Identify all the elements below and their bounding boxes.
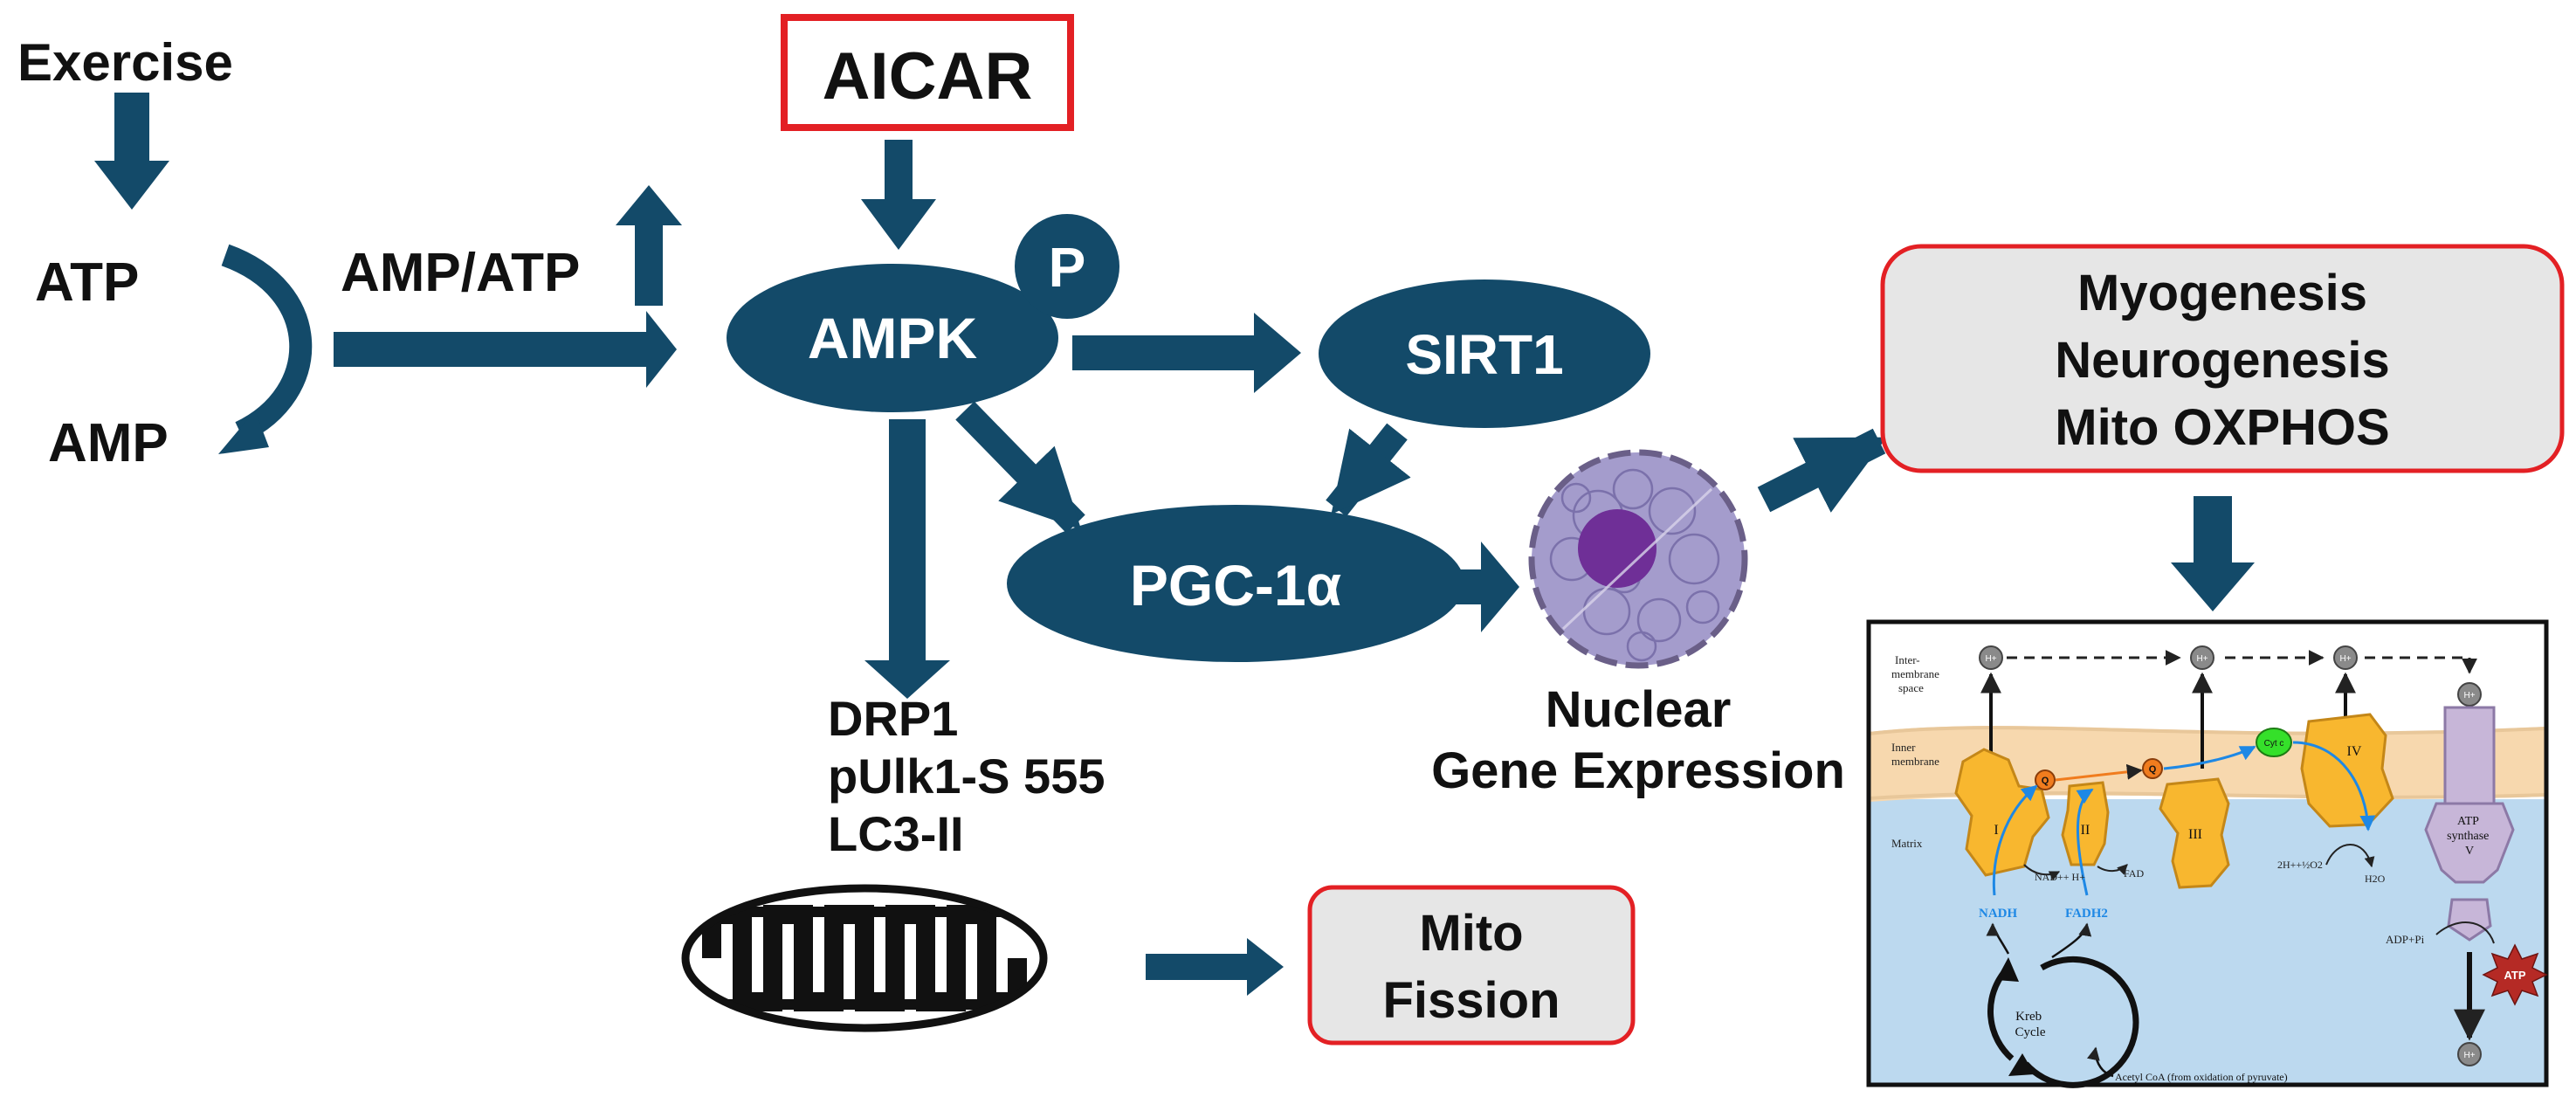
ims-label-3: space [1898,681,1924,694]
proton-4: H+ [2457,682,2482,707]
nucleus-to-outcomes-arrow [1757,428,1887,513]
amp-label: AMP [48,413,169,473]
ampk-to-sirt1-arrow [1072,313,1301,393]
phosphate-badge: P [1015,214,1119,319]
aicar-box: AICAR [781,14,1074,131]
cytochrome-c: Cyt c [2256,728,2292,757]
proton-5: H+ [2457,1042,2482,1066]
ratio-increase-up-arrow [616,185,682,306]
nad-plus-label: NAD++ H+ [2035,871,2085,883]
exercise-to-atp-arrow [94,93,169,210]
aicar-to-ampk-arrow [861,140,936,250]
oxygen-label: 2H++½O2 [2277,859,2323,871]
outcome-neurogenesis: Neurogenesis [2055,332,2390,389]
amp-atp-ratio-label: AMP/ATP [341,243,580,303]
svg-text:H+: H+ [2339,654,2351,664]
etc-inset: Inter- membrane space Inner membrane Mat… [1866,619,2549,1088]
svg-text:Inner membrane: Inner membrane [1891,741,1939,768]
atp-synthase: ATP synthase V [2424,706,2515,942]
svg-text:Q: Q [2042,776,2049,786]
fad-label: FAD [2124,867,2144,880]
fission-outcome-box: Mito Fission [1307,885,1636,1045]
outcome-mito-oxphos: Mito OXPHOS [2055,399,2389,456]
ampk-label: AMPK [808,306,978,370]
svg-text:IV: IV [2347,744,2362,759]
svg-text:H+: H+ [2196,654,2208,664]
ims-label-1: Inter- [1895,653,1920,666]
svg-text:I: I [1994,823,1998,838]
atp-label: ATP [35,252,139,313]
adp-label: ADP+Pi [2386,933,2425,946]
svg-text:ATP synthase V: ATP synthase V [2447,815,2492,858]
acetyl-coa-label: Acetyl CoA (from oxidation of pyruvate) [2115,1071,2288,1083]
proton-1: H+ [1979,645,2003,670]
coenzyme-q-1: Q [2035,769,2056,790]
fission-marker-lc3: LC3-II [828,806,964,861]
svg-text:H+: H+ [2463,691,2475,700]
fission-outcome-line1: Mito [1419,905,1523,962]
outcomes-to-etc-arrow [2171,496,2255,611]
pgc1a-to-nucleus-arrow [1448,542,1519,632]
fission-marker-drp1: DRP1 [828,691,958,746]
fission-outcome-line2: Fission [1382,972,1560,1029]
mito-to-fission-arrow [1146,938,1284,996]
svg-text:ATP: ATP [2504,969,2525,982]
nadh-label: NADH [1979,907,2017,921]
ims-label-2: membrane [1891,667,1939,680]
complex-iii: III [2159,777,2230,889]
outcomes-box: Myogenesis Neurogenesis Mito OXPHOS [1880,244,2565,473]
atp-to-amp-curved-arrow [218,244,313,454]
water-label: H2O [2365,873,2386,885]
proton-2: H+ [2190,645,2214,670]
svg-text:H+: H+ [2463,1051,2475,1060]
nucleus-icon [1528,449,1748,669]
nucleus-caption-line2: Gene Expression [1431,742,1845,799]
fission-marker-pulk1: pUlk1-S 555 [828,749,1105,804]
svg-text:Kreb Cycle: Kreb Cycle [2015,1010,2046,1039]
ampk-node: AMPK [727,264,1058,412]
proton-3: H+ [2333,645,2358,670]
phosphate-label: P [1049,236,1086,299]
svg-text:Q: Q [2149,764,2157,775]
svg-text:III: III [2188,827,2202,842]
atp-star: ATP [2482,943,2548,1006]
svg-text:Inter- membrane sp: Inter- membrane space [1891,653,1942,694]
sirt1-label: SIRT1 [1405,323,1563,386]
svg-text:H+: H+ [1985,654,1996,664]
outcome-myogenesis: Myogenesis [2077,265,2367,321]
complex-ii: II [2061,781,2110,866]
ampk-to-pgc1a-arrow [955,401,1085,534]
svg-text:Cyt c: Cyt c [2264,739,2284,749]
ampk-to-fission-markers-arrow [864,419,950,699]
ratio-to-ampk-arrow [334,311,677,388]
exercise-label: Exercise [17,33,233,92]
coenzyme-q-2: Q [2142,758,2163,779]
complex-i: I [1954,748,2050,877]
nucleus-caption-line1: Nuclear [1546,681,1732,738]
svg-text:II: II [2081,823,2090,838]
fadh2-label: FADH2 [2065,907,2108,921]
sirt1-node: SIRT1 [1319,279,1650,428]
aicar-label: AICAR [823,39,1033,114]
pgc1a-node: PGC-1α [1007,505,1464,662]
nucleolus [1578,509,1656,588]
inner-membrane-label-2: membrane [1891,755,1939,768]
matrix-label: Matrix [1891,837,1923,850]
mitochondrion-icon [681,884,1048,1032]
pgc1a-label: PGC-1α [1130,553,1341,618]
kreb-cycle: Kreb Cycle [1987,956,2139,1088]
inner-membrane-label-1: Inner [1891,741,1916,754]
sirt1-to-pgc1a-arrow [1326,423,1411,517]
